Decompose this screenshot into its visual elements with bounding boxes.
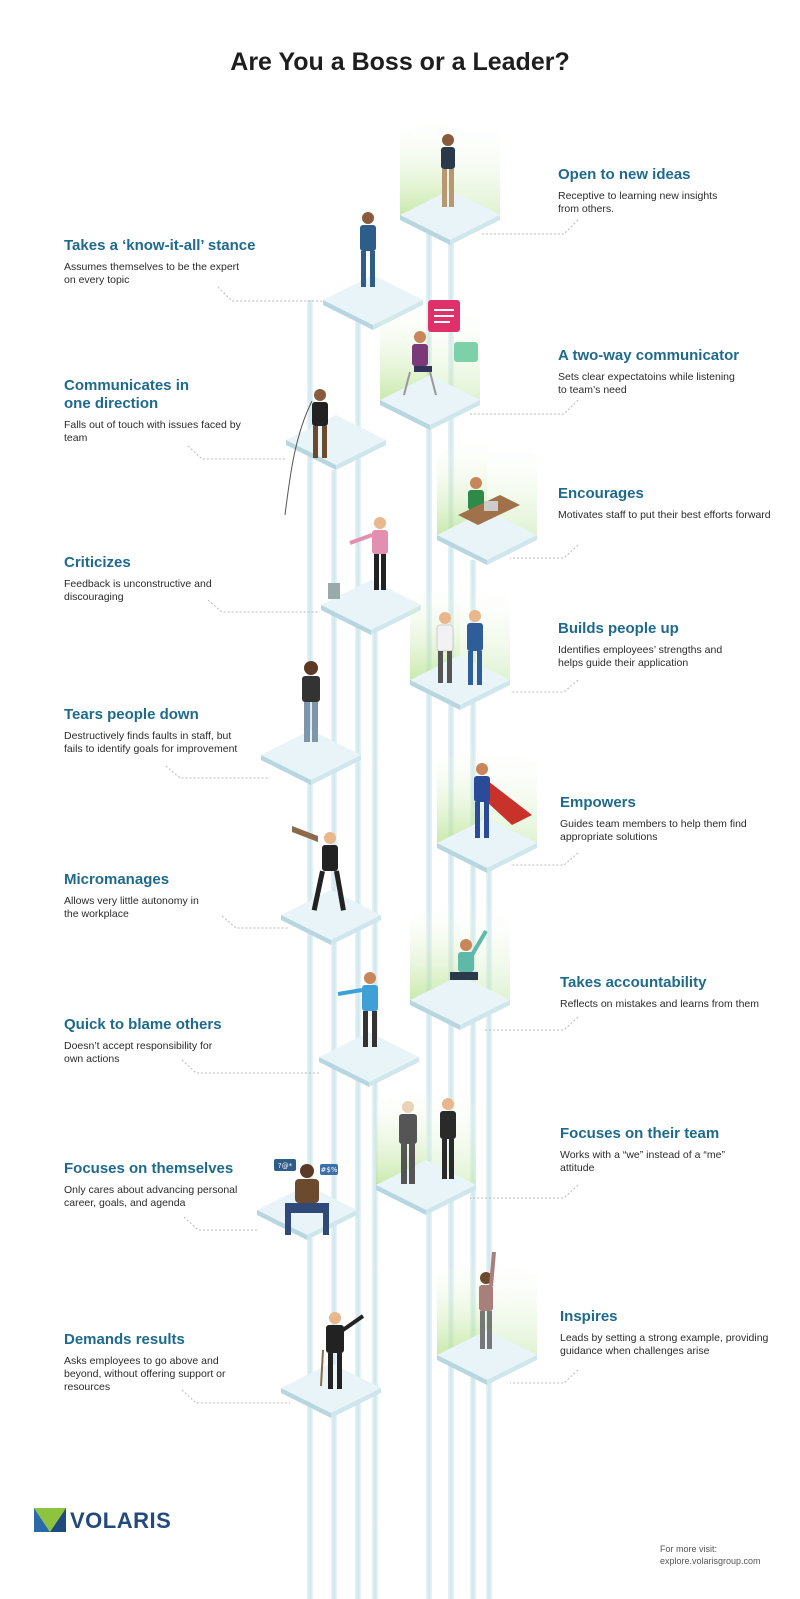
leader-description: Works with a “we” instead of a “me” atti…	[560, 1149, 725, 1174]
boss-description: Falls out of touch with issues faced by …	[64, 419, 241, 444]
leader-heading: Open to new ideas	[558, 166, 691, 183]
boss-description: Only cares about advancing personal care…	[64, 1184, 238, 1209]
leader-heading: Inspires	[560, 1308, 618, 1325]
leader-description: Motivates staff to put their best effort…	[558, 509, 771, 521]
bubble-text-left: ?@*	[278, 1162, 293, 1170]
boss-item: Focuses on themselves Only cares about a…	[64, 1160, 264, 1210]
leader-heading: Empowers	[560, 794, 636, 811]
leader-heading: Takes accountability	[560, 974, 707, 991]
boss-heading: Takes a ‘know-it-all’ stance	[64, 237, 256, 254]
boss-heading: Tears people down	[64, 706, 199, 723]
boss-figures: ?@* #$%	[274, 212, 388, 1389]
speech-bubble-icon	[274, 1159, 296, 1171]
boss-item: Tears people down Destructively finds fa…	[64, 706, 264, 756]
logo-text: VOLARIS	[70, 1508, 172, 1533]
boss-item: Takes a ‘know-it-all’ stance Assumes the…	[64, 237, 264, 287]
leader-item: Focuses on their team Works with a “we” …	[560, 1125, 780, 1175]
boss-heading: Communicates in one direction	[64, 377, 190, 412]
volaris-logo-icon	[34, 1508, 66, 1532]
bubble-text-right: #$%	[321, 1166, 338, 1174]
leader-description: Sets clear expectatoins while listening …	[558, 371, 735, 396]
boss-description: Destructively finds faults in staff, but…	[64, 730, 238, 755]
boss-item: Demands results Asks employees to go abo…	[64, 1331, 264, 1394]
boss-heading: Demands results	[64, 1331, 185, 1348]
leader-description: Receptive to learning new insights from …	[558, 190, 718, 215]
leader-item: A two-way communicator Sets clear expect…	[558, 347, 778, 397]
leader-item: Open to new ideas Receptive to learning …	[558, 166, 778, 216]
leader-item: Inspires Leads by setting a strong examp…	[560, 1308, 780, 1358]
boss-description: Doesn’t accept responsibility for own ac…	[64, 1040, 213, 1065]
boss-heading: Quick to blame others	[64, 1016, 222, 1033]
connectors	[165, 219, 579, 1404]
leader-heading: Builds people up	[558, 620, 679, 637]
leader-item: Builds people up Identifies employees’ s…	[558, 620, 778, 670]
leader-item: Empowers Guides team members to help the…	[560, 794, 780, 844]
trash-can-icon	[328, 583, 340, 599]
boss-item: Communicates in one direction Falls out …	[64, 377, 241, 445]
volaris-logo[interactable]: VOLARIS	[66, 1508, 171, 1534]
leader-description: Guides team members to help them find ap…	[560, 818, 747, 843]
visit-url[interactable]: explore.volarisgroup.com	[660, 1556, 761, 1566]
leader-heading: A two-way communicator	[558, 347, 740, 364]
boss-heading: Criticizes	[64, 554, 131, 571]
visit-info: For more visit: explore.volarisgroup.com	[660, 1543, 761, 1567]
boss-platforms	[257, 275, 423, 1418]
visit-label: For more visit:	[660, 1544, 718, 1554]
boss-description: Allows very little autonomy in the workp…	[64, 895, 199, 920]
leader-heading: Focuses on their team	[560, 1125, 720, 1142]
boss-item: Micromanages Allows very little autonomy…	[64, 871, 264, 921]
boss-item: Quick to blame others Doesn’t accept res…	[64, 1016, 264, 1066]
leader-heading: Encourages	[558, 485, 644, 502]
leader-item: Encourages Motivates staff to put their …	[558, 485, 778, 522]
speech-bubble-icon	[454, 342, 478, 362]
leader-description: Leads by setting a strong example, provi…	[560, 1332, 769, 1357]
leader-description: Identifies employees’ strengths and help…	[558, 644, 723, 669]
speech-bubble-icon	[320, 1164, 338, 1175]
leader-description: Reflects on mistakes and learns from the…	[560, 998, 759, 1010]
boss-item: Criticizes Feedback is unconstructive an…	[64, 554, 264, 604]
boss-description: Feedback is unconstructive and discourag…	[64, 578, 212, 603]
leader-item: Takes accountability Reflects on mistake…	[560, 974, 780, 1011]
page-title: Are You a Boss or a Leader?	[230, 48, 570, 76]
boss-heading: Focuses on themselves	[64, 1160, 234, 1177]
boss-heading: Micromanages	[64, 871, 170, 888]
boss-description: Asks employees to go above and beyond, w…	[64, 1355, 226, 1393]
leader-figures	[399, 134, 532, 1349]
boss-description: Assumes themselves to be the expert on e…	[64, 261, 240, 286]
